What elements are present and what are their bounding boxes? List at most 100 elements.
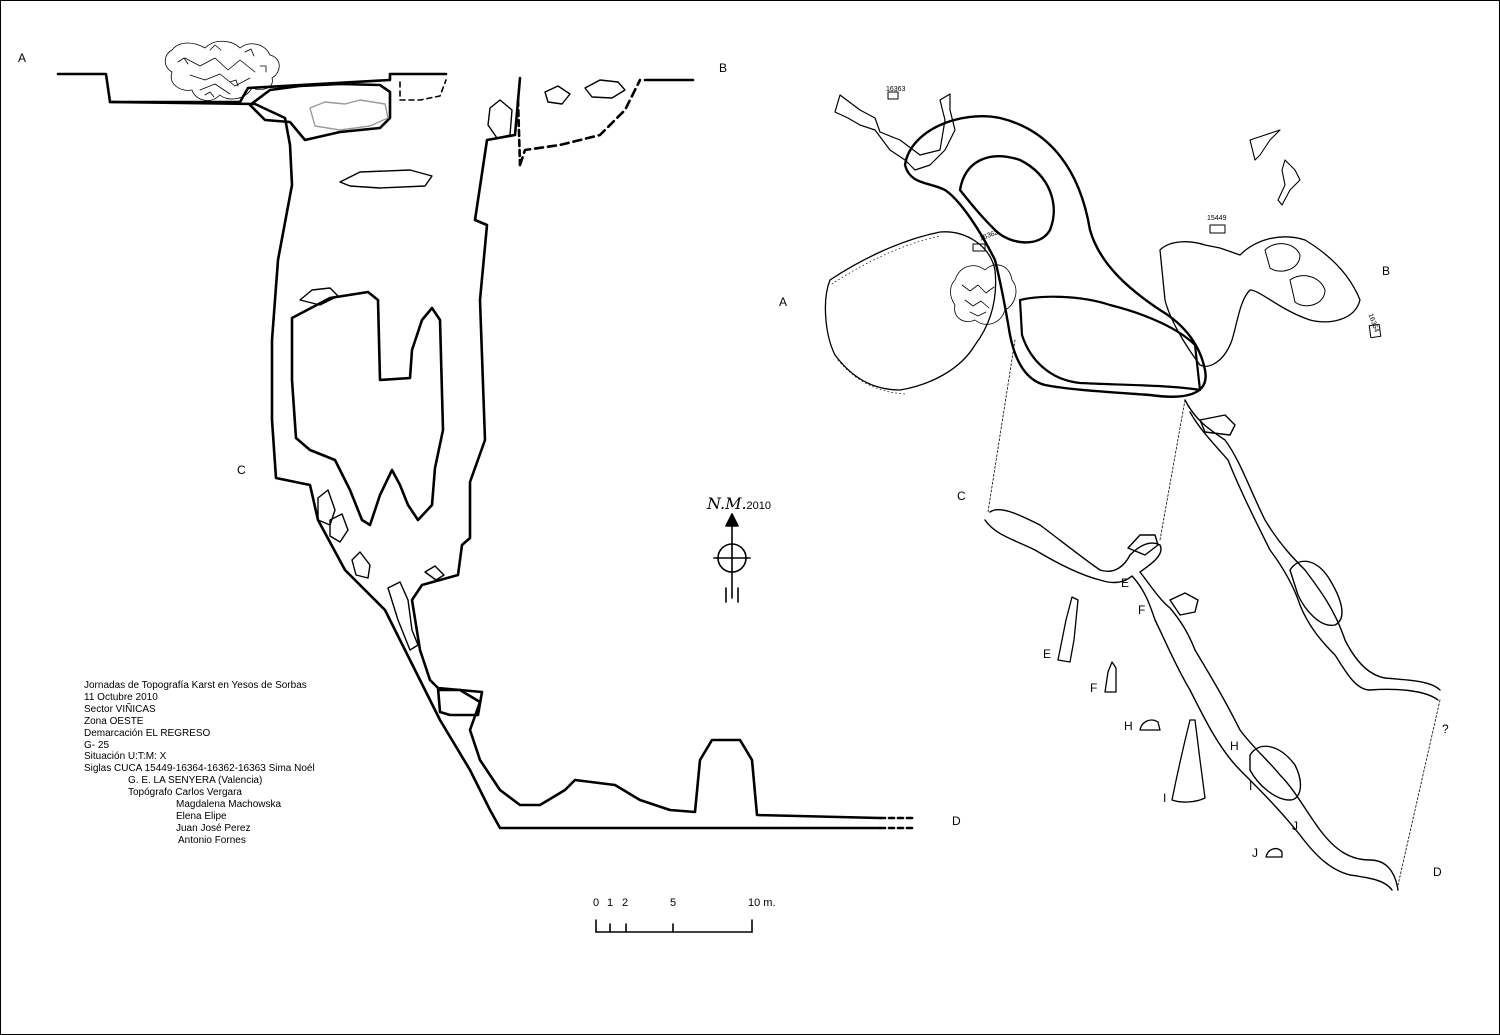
legend-line: Magdalena Machowska: [176, 799, 282, 811]
section-label-f: F: [1090, 681, 1098, 695]
profile-dashed-entrance: [399, 79, 447, 101]
north-year: 2010: [746, 500, 772, 512]
scale-tick-0: 0: [593, 897, 600, 909]
block: [544, 85, 571, 105]
plan-label-h: H: [1230, 739, 1239, 753]
block: [329, 513, 349, 543]
plan-label-d: D: [1433, 865, 1442, 879]
section-label-i: I: [1163, 791, 1167, 805]
block: [339, 169, 433, 189]
scale-tick-1: 1: [607, 897, 614, 909]
scale-bar: [595, 919, 753, 933]
north-arrow-icon: [713, 513, 751, 603]
marker-16363-box: [887, 91, 899, 100]
plan-lower-loop: [1018, 295, 1202, 392]
section-e-shape: [1057, 596, 1079, 663]
legend-line: Juan José Perez: [176, 822, 251, 834]
block: [299, 287, 339, 306]
plan-label-a: A: [779, 295, 788, 309]
legend-line: Elena Elipe: [176, 810, 227, 822]
marker-16364-box: [1368, 323, 1382, 339]
profile-label-d: D: [952, 814, 961, 828]
north-initials: N.M.: [707, 494, 747, 513]
section-h-shape: [1139, 719, 1161, 731]
plan-chamber-b-inner-2: [1264, 243, 1301, 272]
scale-tick-10: 10 m.: [748, 897, 776, 909]
vegetation-icon: [164, 40, 280, 101]
block: [309, 99, 389, 131]
legend-line: G- 25: [84, 739, 110, 751]
legend-line: Antonio Fornes: [178, 834, 246, 846]
block: [424, 565, 445, 581]
profile-blocks: [299, 79, 626, 651]
plan-bulge-i: [1249, 745, 1302, 801]
section-j-shape: [1265, 847, 1283, 858]
plan-branch-2: [1249, 129, 1281, 161]
legend-line: Demarcación EL REGRESO: [84, 727, 211, 739]
plan-main-outline: [903, 115, 1207, 398]
section-label-e: E: [1043, 647, 1052, 661]
plan-long-gallery: [1184, 399, 1441, 701]
profile-left-wall: [108, 100, 882, 830]
profile-section: [56, 72, 917, 830]
plan-chamber-a: [824, 231, 997, 391]
plan-label-question: ?: [1442, 722, 1449, 736]
profile-upper-chamber: [248, 82, 392, 142]
plan-top-branch: [834, 93, 956, 171]
marker-label-15449: 15449: [1207, 215, 1227, 222]
plan-label-i: I: [1249, 779, 1253, 793]
plan-label-f: F: [1138, 603, 1146, 617]
legend-line: Topógrafo Carlos Vergara: [128, 787, 242, 799]
north-signature: N.M.2010: [707, 494, 771, 513]
profile-dashed-shaft: [518, 78, 642, 167]
profile-dashed-shaft-2: [516, 98, 522, 167]
marker-label-16363: 16363: [886, 86, 906, 93]
plan-branch-3: [1277, 159, 1301, 206]
plan-label-e: E: [1121, 576, 1130, 590]
survey-legend: Jornadas de Topografía Karst en Yesos de…: [84, 680, 315, 847]
marker-15449-box: [1209, 224, 1226, 234]
profile-label-a: A: [18, 51, 27, 65]
plan-label-c: C: [957, 489, 966, 503]
profile-label-c: C: [237, 463, 246, 477]
plan-chamber-b-inner: [1289, 275, 1326, 307]
plan-lower-gallery: [984, 508, 1399, 891]
legend-line: Sector VIÑICAS: [84, 703, 156, 715]
profile-right-wall: [410, 76, 882, 820]
section-label-h: H: [1124, 719, 1133, 733]
profile-pillar: [290, 290, 445, 527]
scale-tick-2: 2: [622, 897, 629, 909]
plan-chamber-a-hatch: [831, 235, 941, 395]
plan-label-j: J: [1292, 819, 1298, 833]
profile-label-b: B: [719, 61, 728, 75]
surface-line: [56, 72, 448, 104]
scale-tick-5: 5: [670, 897, 677, 909]
plan-gallery-bulge: [1289, 560, 1343, 626]
legend-line: Zona OESTE: [84, 715, 144, 727]
marker-16362-box: [972, 243, 986, 252]
plan-gallery-loop: [1199, 414, 1236, 436]
block: [317, 489, 336, 526]
block: [487, 99, 513, 139]
block: [584, 79, 626, 99]
section-label-j: J: [1252, 846, 1258, 860]
profile-loop: [436, 686, 484, 717]
legend-line: Jornadas de Topografía Karst en Yesos de…: [84, 680, 307, 691]
legend-line: Siglas CUCA 15449-16364-16362-16363 Sima…: [84, 763, 315, 775]
section-i-shape: [1171, 719, 1206, 803]
plan-loop-e: [1127, 534, 1159, 556]
plan-loop-f: [1169, 592, 1199, 616]
plan-label-b: B: [1382, 264, 1391, 278]
section-f-shape: [1104, 661, 1117, 693]
profile-dashed-end: [878, 816, 917, 830]
legend-line: G. E. LA SENYERA (Valencia): [128, 775, 263, 787]
plan-inner-loop: [958, 155, 1055, 244]
block: [387, 581, 419, 651]
vegetation-icon-plan: [950, 264, 1017, 325]
block: [351, 551, 371, 579]
legend-line: 11 Octubre 2010: [84, 691, 158, 703]
plan-section: [824, 91, 1441, 891]
plan-projection-lines: [987, 339, 1441, 886]
legend-line: Situación U:T:M: X: [84, 751, 167, 763]
